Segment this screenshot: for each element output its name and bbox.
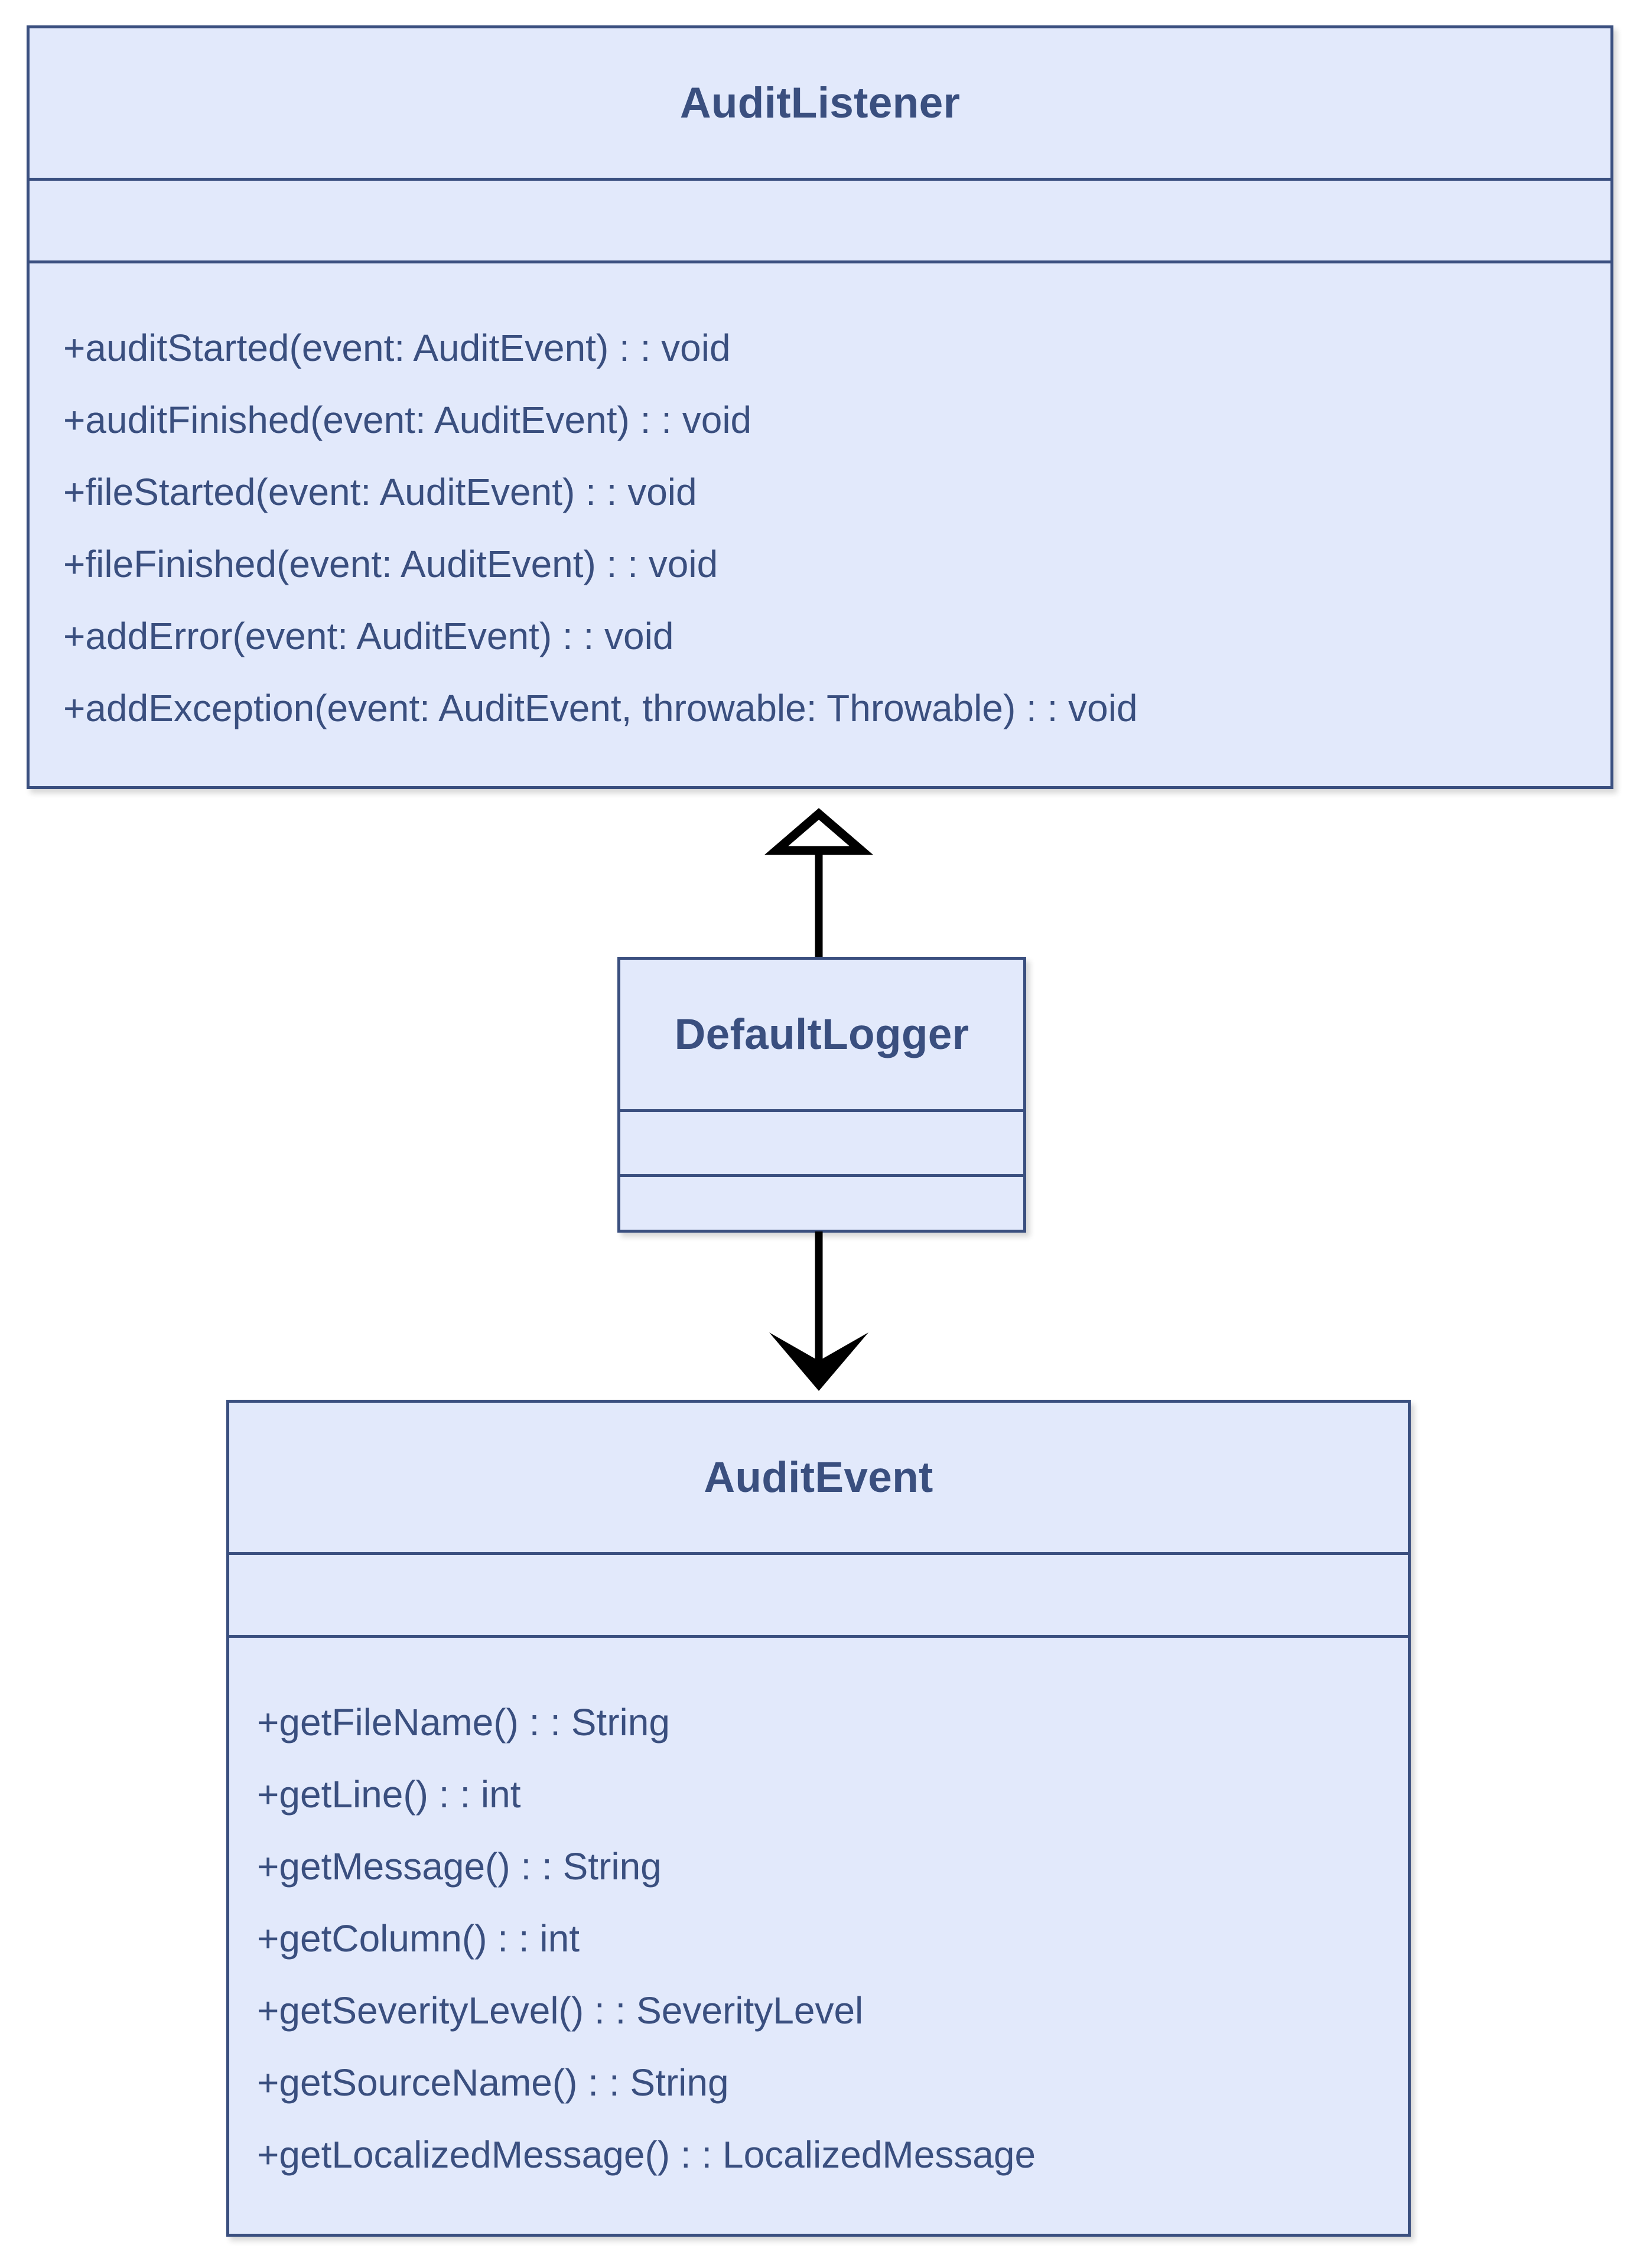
hollow-triangle-arrowhead-icon <box>764 808 874 855</box>
class-name-default-logger: DefaultLogger <box>674 1011 969 1058</box>
class-title-band: AuditEvent <box>229 1403 1408 1555</box>
method-row: +addError(event: AuditEvent) : : void <box>63 615 674 657</box>
class-box-audit-event[interactable]: AuditEvent +getFileName() : : String +ge… <box>226 1400 1411 2237</box>
method-row: +auditFinished(event: AuditEvent) : : vo… <box>63 399 752 441</box>
class-box-default-logger[interactable]: DefaultLogger <box>617 957 1026 1233</box>
class-title-band: AuditListener <box>30 28 1610 181</box>
class-name-audit-event: AuditEvent <box>704 1454 933 1501</box>
class-methods-band-audit-listener: +auditStarted(event: AuditEvent) : : voi… <box>30 263 1610 786</box>
method-row: +getLine() : : int <box>257 1773 521 1816</box>
method-row: +fileFinished(event: AuditEvent) : : voi… <box>63 543 718 585</box>
method-row: +getMessage() : : String <box>257 1845 662 1888</box>
class-attributes-band-audit-listener <box>30 181 1610 263</box>
association-arrow-default-logger-to-audit-event <box>769 1231 868 1391</box>
method-row: +getLocalizedMessage() : : LocalizedMess… <box>257 2133 1036 2176</box>
solid-arrowhead-icon <box>769 1332 868 1391</box>
method-row: +fileStarted(event: AuditEvent) : : void <box>63 471 697 513</box>
class-name-audit-listener: AuditListener <box>679 79 961 127</box>
class-box-audit-listener[interactable]: AuditListener +auditStarted(event: Audit… <box>27 25 1613 789</box>
generalization-arrow-default-logger-to-audit-listener <box>764 808 874 957</box>
class-attributes-band-default-logger <box>620 1112 1023 1177</box>
class-title-band: DefaultLogger <box>620 960 1023 1112</box>
class-methods-band-default-logger <box>620 1177 1023 1230</box>
method-row: +getFileName() : : String <box>257 1701 670 1744</box>
class-attributes-band-audit-event <box>229 1555 1408 1638</box>
method-row: +getColumn() : : int <box>257 1917 580 1960</box>
method-row: +getSourceName() : : String <box>257 2061 729 2104</box>
method-row: +addException(event: AuditEvent, throwab… <box>63 687 1138 729</box>
method-row: +auditStarted(event: AuditEvent) : : voi… <box>63 327 731 369</box>
class-methods-band-audit-event: +getFileName() : : String +getLine() : :… <box>229 1638 1408 2234</box>
method-row: +getSeverityLevel() : : SeverityLevel <box>257 1989 864 2032</box>
